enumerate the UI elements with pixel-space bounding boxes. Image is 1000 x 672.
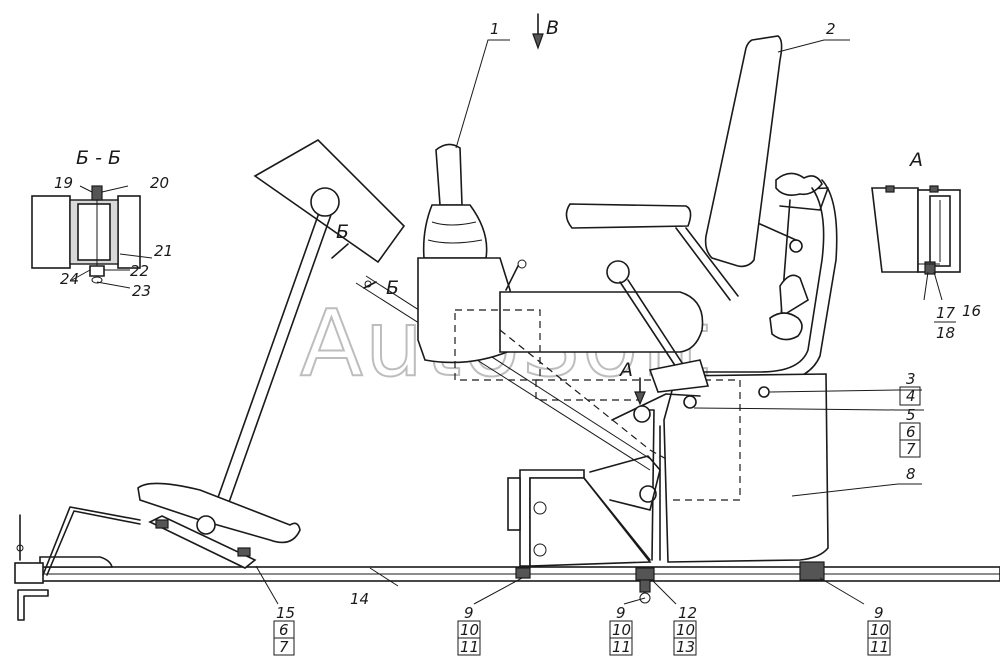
cut-mark-lower: Б bbox=[386, 277, 399, 299]
callout-5: 5 bbox=[906, 406, 916, 424]
callout-11c: 11 bbox=[870, 638, 889, 656]
section-bb-title: Б - Б bbox=[76, 147, 121, 169]
view-b-label: В bbox=[546, 17, 559, 39]
callout-12: 12 bbox=[678, 604, 697, 622]
callout-16: 16 bbox=[962, 302, 981, 320]
callout-3: 3 bbox=[906, 370, 916, 388]
callout-9b: 9 bbox=[616, 604, 626, 622]
section-mark-b: Б Б bbox=[331, 221, 399, 299]
callout-18: 18 bbox=[936, 324, 955, 342]
leader-lines bbox=[71, 39, 943, 605]
callout-15: 15 bbox=[276, 604, 295, 622]
callout-6: 6 bbox=[906, 423, 916, 441]
callout-8: 8 bbox=[906, 465, 916, 483]
left-bracket bbox=[14, 506, 141, 621]
callout-1: 1 bbox=[490, 20, 500, 38]
callout-11a: 11 bbox=[460, 638, 479, 656]
view-a-marker: А bbox=[618, 359, 633, 381]
section-bb-detail: Б - Б bbox=[31, 147, 141, 284]
callout-14: 14 bbox=[350, 590, 369, 608]
callout-10b: 10 bbox=[612, 621, 631, 639]
callout-10a: 10 bbox=[460, 621, 479, 639]
seat-lever bbox=[589, 260, 710, 561]
view-a-title: А bbox=[908, 149, 923, 171]
cut-mark-upper: Б bbox=[336, 221, 349, 243]
callout-labels: 1 2 3 4 5 6 7 8 9 10 11 9 10 11 12 10 13… bbox=[54, 20, 981, 656]
callout-23: 23 bbox=[132, 282, 151, 300]
front-bracket bbox=[507, 469, 652, 567]
floor-plate bbox=[39, 556, 1000, 582]
callout-7: 7 bbox=[906, 440, 916, 458]
view-a-detail: А bbox=[871, 149, 961, 275]
callout-11b: 11 bbox=[612, 638, 631, 656]
callout-4: 4 bbox=[906, 387, 916, 405]
callout-20: 20 bbox=[150, 174, 169, 192]
callout-10d: 10 bbox=[676, 621, 695, 639]
callout-6b: 6 bbox=[279, 621, 289, 639]
pedal-assembly bbox=[137, 139, 653, 569]
callout-17: 17 bbox=[936, 304, 956, 322]
callout-21: 21 bbox=[154, 242, 173, 260]
callout-7b: 7 bbox=[279, 638, 289, 656]
bottom-bolt bbox=[639, 579, 651, 604]
seat-base bbox=[535, 373, 829, 563]
view-a-arrow: А bbox=[618, 359, 646, 406]
callout-10c: 10 bbox=[870, 621, 889, 639]
callout-19: 19 bbox=[54, 174, 73, 192]
control-lever bbox=[417, 143, 527, 364]
callout-24: 24 bbox=[60, 270, 79, 288]
callout-2: 2 bbox=[826, 20, 836, 38]
callout-13: 13 bbox=[676, 638, 695, 656]
callout-9a: 9 bbox=[464, 604, 474, 622]
callout-22: 22 bbox=[130, 262, 149, 280]
callout-9c: 9 bbox=[874, 604, 884, 622]
seat bbox=[565, 35, 838, 385]
control-housing bbox=[454, 291, 741, 501]
view-b-arrow: В bbox=[532, 13, 559, 50]
